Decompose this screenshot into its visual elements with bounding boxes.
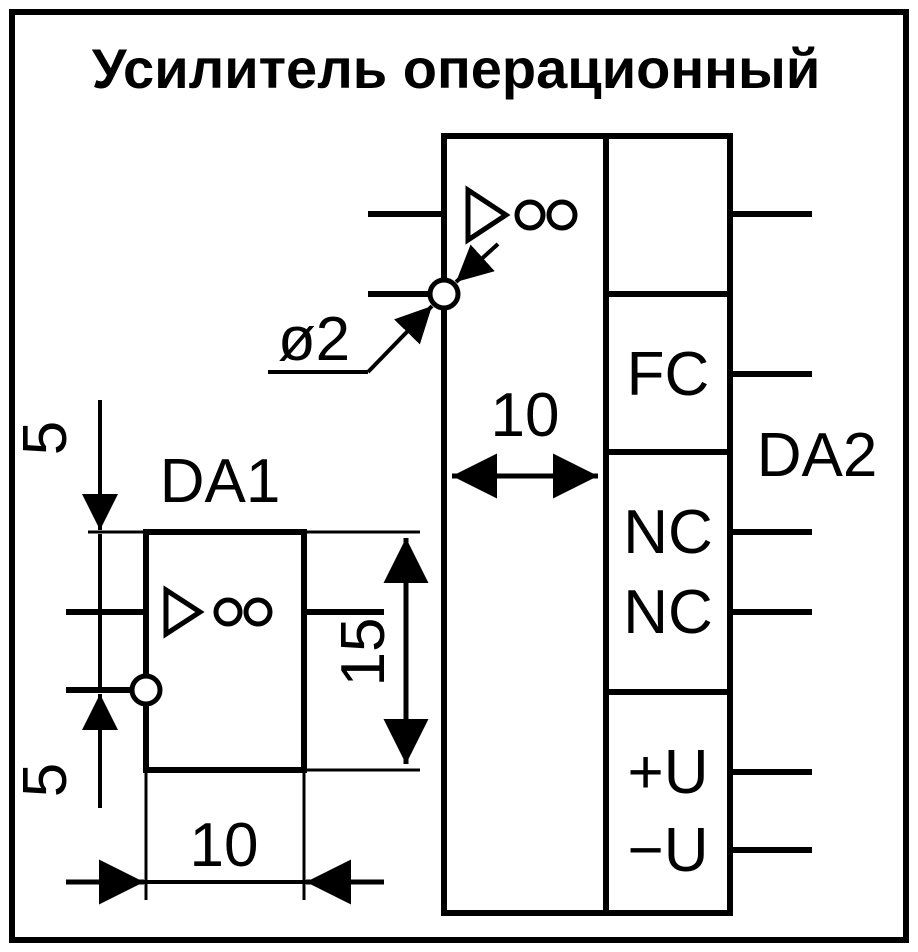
da1-pitch-bottom-label: 5	[11, 763, 80, 797]
da2-main-body	[441, 133, 609, 916]
da2-pin-label-nc: NC	[623, 498, 713, 567]
triangle-icon	[163, 585, 205, 639]
page-title: Усилитель операционный	[92, 37, 821, 100]
infinity-icon	[546, 199, 578, 231]
da2-pin-label-plus-u: +U	[628, 738, 709, 807]
da2-inversion-circle	[427, 277, 461, 311]
circle-dimension-label: ø2	[278, 305, 350, 374]
da2-amplifier-symbol	[465, 185, 578, 245]
da2-pin-label-nc: NC	[623, 578, 713, 647]
da2-pin-column	[603, 133, 733, 916]
da2-pin-label-fc: FC	[627, 340, 710, 409]
da1-name-label: DA1	[160, 447, 281, 516]
da1-amplifier-symbol	[163, 585, 273, 639]
circle-dimension-arrow	[454, 242, 500, 284]
da1-height-dimension-label: 15	[329, 618, 398, 687]
outer-border	[9, 9, 909, 943]
da1-body	[143, 529, 307, 773]
da2-component: FC NC NC +U −U DA2 10 ø2	[268, 133, 878, 916]
da1-width-dimension-label: 10	[190, 811, 259, 880]
da2-pin-label-minus-u: −U	[628, 816, 709, 885]
infinity-icon	[514, 199, 546, 231]
da1-pitch-top-label: 5	[11, 421, 80, 455]
da2-name-label: DA2	[757, 421, 878, 490]
da1-inversion-circle	[129, 673, 163, 707]
triangle-icon	[465, 185, 511, 245]
circle-dimension-leader	[366, 304, 434, 374]
da2-width-dimension-label: 10	[491, 381, 560, 450]
da1-component: DA1 5 5 15 10	[11, 400, 429, 905]
infinity-icon	[213, 597, 243, 627]
infinity-icon	[243, 597, 273, 627]
